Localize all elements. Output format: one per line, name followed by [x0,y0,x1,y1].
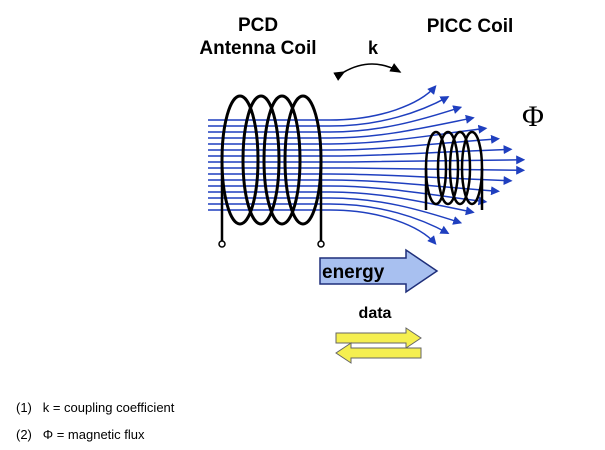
data-label: data [358,305,392,322]
flux-line [208,105,463,133]
pcd-antenna-coil-label: PCD Antenna Coil [178,14,338,60]
flux-line [208,179,500,196]
flux-line [208,165,526,175]
footnote-1-text: k = coupling coefficient [42,400,175,415]
flux-line [208,134,500,151]
coupling-arc [333,63,402,81]
footnote-1-number: (1) [16,400,32,415]
flux-line [208,85,437,121]
pcd-antenna-coil [218,94,325,248]
data-arrow-left [335,342,422,364]
picc-coil [424,130,484,210]
picc-coil-label: PICC Coil [426,16,514,37]
pcd-label-line2: Antenna Coil [199,38,317,59]
footnote-2-text: Φ = magnetic flux [42,427,145,442]
flux-line [208,185,488,206]
flux-line [208,155,526,165]
coupling-k-label: k [367,38,378,58]
magnetic-flux-lines [208,85,526,245]
flux-line [208,191,475,216]
energy-label: energy [322,262,385,283]
flux-line [208,173,513,186]
footnote-1: (1) k = coupling coefficient [16,400,174,415]
flux-line [208,145,513,157]
flux-phi-label: Φ [522,100,544,133]
data-arrow-right [335,327,422,349]
pcd-label-line1: PCD [237,15,279,36]
flux-line [208,203,450,235]
flux-line [208,209,437,245]
footnote-2-number: (2) [16,427,32,442]
footnote-2: (2) Φ = magnetic flux [16,427,145,442]
flux-line [208,96,450,127]
flux-line [208,197,463,225]
energy-arrow [319,248,439,294]
flux-line [208,114,475,139]
